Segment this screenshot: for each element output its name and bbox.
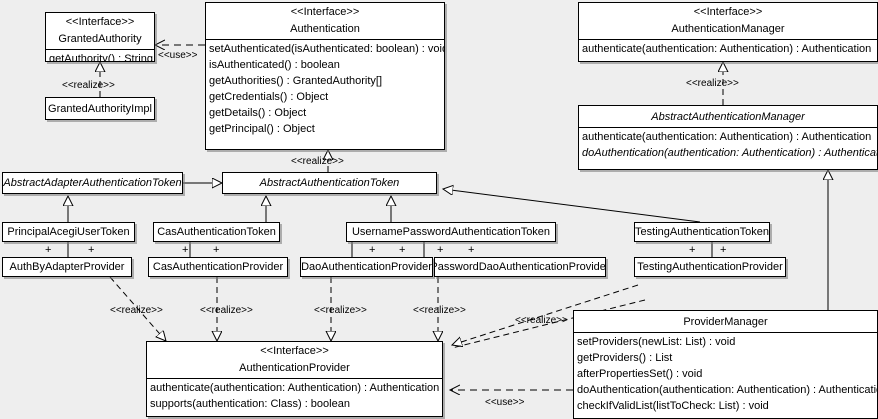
class-name: UsernamePasswordAuthenticationToken (351, 226, 551, 238)
association-marker: + (369, 244, 376, 256)
class-principal-acegi-user-token[interactable]: PrincipalAcegiUserToken (2, 222, 135, 242)
operation: getPrincipal() : Object (209, 123, 315, 135)
operation: getCredentials() : Object (209, 91, 329, 103)
operation: doAuthentication(authentication: Authent… (577, 384, 878, 396)
operations-compartment: authenticate(authentication: Authenticat… (579, 127, 877, 162)
operations-compartment: authenticate(authentication: Authenticat… (147, 378, 442, 413)
class-password-dao-authentication-provider[interactable]: PasswordDaoAuthenticationProvider (434, 257, 606, 277)
class-authentication-manager[interactable]: <<Interface>> AuthenticationManager auth… (578, 2, 878, 62)
class-name: PrincipalAcegiUserToken (7, 226, 130, 238)
class-name: ProviderManager (683, 316, 768, 328)
association-marker: + (45, 244, 52, 256)
operation: getAuthority() : String (49, 53, 153, 62)
stereotype-label: <<Interface>> (260, 345, 329, 357)
class-name: AbstractAuthenticationToken (259, 177, 400, 189)
class-granted-authority-impl[interactable]: GrantedAuthorityImpl (45, 97, 155, 120)
edge-label-realize-testing-provider: <<realize>> (515, 315, 568, 326)
class-abstract-authentication-manager[interactable]: AbstractAuthenticationManager authentica… (578, 105, 878, 170)
association-marker: + (468, 244, 475, 256)
class-testing-authentication-token[interactable]: TestingAuthenticationToken (634, 222, 770, 242)
association-marker: + (399, 244, 406, 256)
class-name: AuthenticationProvider (239, 362, 350, 374)
edge-label-use-provider-manager: <<use>> (485, 397, 525, 408)
operation: doAuthentication(authentication: Authent… (582, 147, 878, 159)
class-username-password-authentication-token[interactable]: UsernamePasswordAuthenticationToken (346, 222, 556, 242)
edge-label-realize-auth-by-adapter: <<realize>> (110, 305, 163, 316)
class-name: DaoAuthenticationProvider (301, 261, 432, 273)
operations-compartment: getAuthority() : String (46, 49, 154, 62)
association-marker: + (182, 244, 189, 256)
edge-label-realize-cas-provider: <<realize>> (200, 305, 253, 316)
class-name: AuthenticationManager (671, 23, 785, 35)
operation: checkIfValidList(listToCheck: List) : vo… (577, 400, 769, 412)
association-marker: + (720, 244, 727, 256)
edge-label-realize-password-dao-provider: <<realize>> (413, 305, 466, 316)
class-name: CasAuthenticationToken (157, 226, 276, 238)
class-name: TestingAuthenticationProvider (637, 261, 783, 273)
association-marker: + (88, 244, 95, 256)
association-marker: + (689, 244, 696, 256)
class-name: GrantedAuthority (58, 33, 142, 45)
operation: authenticate(authentication: Authenticat… (150, 382, 440, 394)
class-name: AbstractAuthenticationManager (651, 111, 805, 123)
operation: authenticate(authentication: Authenticat… (582, 43, 872, 55)
operations-compartment: setProviders(newList: List) : void getPr… (574, 332, 877, 415)
class-granted-authority[interactable]: <<Interface>> GrantedAuthority getAuthor… (45, 12, 155, 62)
stereotype-label: <<Interface>> (65, 16, 135, 28)
association-marker: + (437, 244, 444, 256)
class-name: AuthByAdapterProvider (9, 261, 125, 273)
class-dao-authentication-provider[interactable]: DaoAuthenticationProvider (300, 257, 433, 277)
stereotype-label: <<Interface>> (693, 6, 763, 18)
operation: isAuthenticated() : boolean (209, 59, 340, 71)
class-name: Authentication (290, 23, 360, 35)
class-name: AbstractAdapterAuthenticationToken (3, 177, 182, 189)
operation: afterPropertiesSet() : void (577, 368, 703, 380)
edge-label-realize-granted-authority-impl: <<realize>> (62, 80, 115, 91)
operation: authenticate(authentication: Authenticat… (582, 131, 872, 143)
class-auth-by-adapter-provider[interactable]: AuthByAdapterProvider (2, 257, 132, 277)
operation: setAuthenticated(isAuthenticated: boolea… (209, 43, 445, 55)
class-name: TestingAuthenticationToken (635, 226, 769, 238)
class-name: CasAuthenticationProvider (152, 261, 284, 273)
class-authentication-provider[interactable]: <<Interface>> AuthenticationProvider aut… (146, 341, 443, 417)
class-name: GrantedAuthorityImpl (48, 102, 152, 115)
stereotype-label: <<Interface>> (290, 6, 360, 18)
edge-label-realize-abstract-authentication-token: <<realize>> (291, 156, 344, 167)
operation: supports(authentication: Class) : boolea… (150, 398, 350, 410)
class-testing-authentication-provider[interactable]: TestingAuthenticationProvider (634, 257, 786, 277)
operations-compartment: authenticate(authentication: Authenticat… (579, 39, 877, 58)
edge-label-use-granted-authority: <<use>> (158, 50, 198, 61)
association-marker: + (213, 244, 220, 256)
operations-compartment: setAuthenticated(isAuthenticated: boolea… (206, 39, 444, 138)
class-cas-authentication-provider[interactable]: CasAuthenticationProvider (148, 257, 288, 277)
class-authentication[interactable]: <<Interface>> Authentication setAuthenti… (205, 2, 445, 150)
class-abstract-adapter-authentication-token[interactable]: AbstractAdapterAuthenticationToken (2, 172, 183, 194)
class-cas-authentication-token[interactable]: CasAuthenticationToken (153, 222, 280, 242)
operation: setProviders(newList: List) : void (577, 336, 736, 348)
edge-label-realize-authentication-manager: <<realize>> (686, 78, 739, 89)
operation: getProviders() : List (577, 352, 673, 364)
class-name: PasswordDaoAuthenticationProvider (434, 261, 606, 273)
class-provider-manager[interactable]: ProviderManager setProviders(newList: Li… (573, 310, 878, 419)
edge-label-realize-dao-provider: <<realize>> (314, 305, 367, 316)
class-abstract-authentication-token[interactable]: AbstractAuthenticationToken (222, 172, 437, 194)
operation: getAuthorities() : GrantedAuthority[] (209, 75, 383, 87)
operation: getDetails() : Object (209, 107, 307, 119)
